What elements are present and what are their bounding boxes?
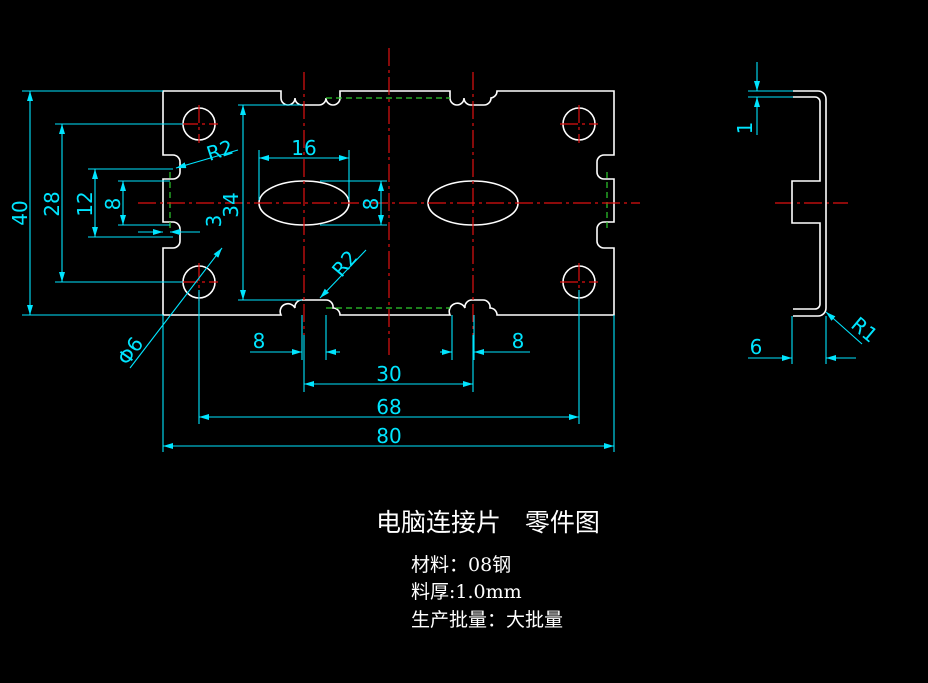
dim-28: 28 [40, 191, 64, 216]
hidden-lines [169, 97, 608, 309]
drawing-title: 电脑连接片 零件图 [376, 508, 600, 537]
material-line: 材料：08钢 [411, 554, 512, 576]
dim-8-slot: 8 [359, 198, 383, 211]
dim-80: 80 [376, 424, 401, 448]
dim-40: 40 [8, 200, 32, 225]
dim-8-right: 8 [512, 329, 525, 353]
dim-8-vertical: 8 [101, 198, 125, 211]
plate-outline [162, 90, 615, 316]
centerlines [138, 48, 848, 355]
dim-phi6: Φ6 [112, 332, 148, 369]
dim-68: 68 [376, 395, 401, 419]
dim-r2-top: R2 [203, 135, 236, 166]
dim-34: 34 [219, 192, 243, 217]
dim-r2-bottom: R2 [327, 246, 362, 282]
dim-30: 30 [376, 362, 401, 386]
thickness-line: 料厚:1.0mm [411, 581, 522, 603]
dim-r1: R1 [847, 312, 883, 347]
dimension-texts: 40 28 12 8 3 34 16 8 R2 R2 Φ6 8 8 30 68 … [8, 122, 882, 448]
dimension-lines [22, 62, 863, 452]
batch-line: 生产批量：大批量 [411, 609, 564, 631]
dim-16: 16 [291, 136, 316, 160]
side-view-outline [791, 90, 827, 317]
dim-8-left: 8 [253, 329, 266, 353]
dim-6: 6 [750, 335, 763, 359]
dim-thickness-1: 1 [733, 122, 757, 135]
dim-12: 12 [73, 191, 97, 216]
dim-3: 3 [202, 215, 226, 228]
